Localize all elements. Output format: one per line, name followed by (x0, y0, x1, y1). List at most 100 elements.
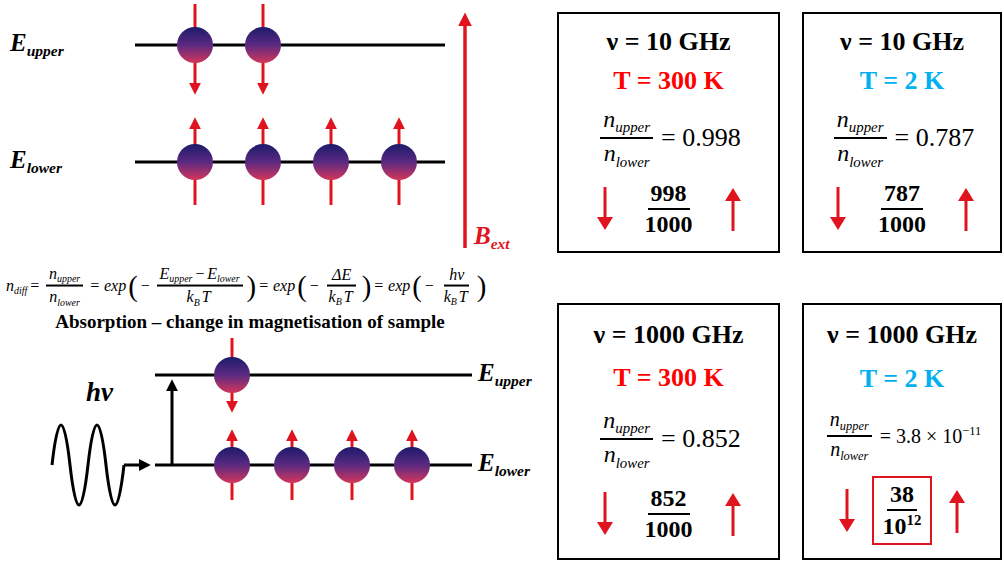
label-text: k (329, 287, 336, 304)
spin-particle (177, 144, 213, 180)
ratio-fraction: nupper nlower (827, 408, 872, 465)
ratio-fraction: nuppernlower (600, 407, 653, 471)
label-text: upper (169, 273, 192, 284)
arrow-head (839, 519, 855, 532)
photon-wave (52, 425, 124, 505)
box-text: upper (615, 119, 650, 135)
frequency-row: ν = 1000 GHz (827, 320, 977, 350)
label-text: ΔE (332, 265, 351, 282)
box-text: 12 (907, 512, 922, 528)
superscripted-number: 1012 (883, 512, 922, 540)
subscripted-symbol: kB (329, 287, 342, 306)
numerator: nupper (827, 408, 872, 437)
ratio-row: nuppernlower = 0.787 (830, 106, 974, 170)
box-text: 787 (884, 180, 920, 206)
subscripted-symbol: nupper (603, 106, 650, 136)
label-text: T (202, 288, 211, 305)
frequency-row: ν = 1000 GHz (594, 320, 744, 350)
arrow-shaft (956, 501, 959, 533)
energy-level-label: Elower (478, 449, 530, 480)
box-text: 38 (890, 481, 914, 507)
numerator: nupper (46, 265, 83, 287)
box-text: n (603, 407, 615, 433)
label-text: ) (362, 272, 372, 301)
numerator: nupper (600, 106, 653, 139)
label-text: diff (14, 285, 27, 296)
condition-box: ν = 1000 GHzT = 300 Knuppernlower= 0.852… (557, 303, 780, 560)
label-text: E (10, 29, 27, 56)
denominator: nlower (46, 287, 83, 307)
arrow-shaft (845, 489, 848, 521)
label-text: n (49, 265, 57, 282)
spin-down-arrow (836, 489, 858, 533)
box-text: lower (616, 154, 650, 170)
label-text: ( (297, 272, 307, 301)
population-fraction: 8521000 (642, 485, 696, 543)
box-text: lower (840, 449, 868, 463)
numerator: 998 (648, 180, 690, 210)
numerator: 852 (648, 485, 690, 515)
ratio-row: nuppernlower= 0.852 (596, 407, 740, 471)
denominator: 1000 (642, 210, 696, 238)
label-text: n (49, 288, 57, 305)
ratio-fraction: nuppernlower (834, 106, 887, 170)
box-text: 998 (651, 180, 687, 206)
label-text: ) (477, 272, 487, 301)
photon-arrow (124, 464, 146, 467)
ratio-row: nuppernlower= 0.998 (596, 106, 740, 170)
box-text: n (837, 140, 849, 166)
denominator: kBT (326, 286, 358, 306)
label-text: = exp (373, 277, 410, 295)
label-text: = exp (258, 277, 295, 295)
box-text: lower (616, 455, 650, 471)
numerator: hν (444, 265, 469, 286)
spin-particle (381, 144, 417, 180)
label-text: lower (495, 463, 530, 480)
box-text: ν = 1000 GHz (594, 320, 744, 349)
box-text: = 0.852 (661, 424, 741, 454)
spin-up-arrow (955, 187, 977, 231)
subscripted-symbol: nlower (49, 288, 80, 307)
label-text: E (478, 359, 495, 386)
label-text: = exp (89, 277, 126, 295)
box-text: = 3.8 × 10 (880, 425, 963, 447)
subscripted-symbol: nupper (830, 408, 869, 434)
population-fraction: 998 1000 (642, 180, 696, 238)
transition-arrow (171, 384, 174, 465)
box-text: = 0.787 (895, 123, 975, 153)
fraction: hνkBT (441, 265, 473, 306)
subscripted-symbol: Elower (10, 146, 62, 177)
label-text: upper (57, 273, 80, 284)
label-text: Absorption – change in magnetisation of … (55, 311, 445, 332)
spin-particle (394, 447, 430, 483)
subscripted-symbol: nlower (604, 441, 650, 471)
label-text: ext (491, 236, 510, 253)
population-row: 998 1000 (594, 180, 744, 238)
box-text: lower (849, 154, 883, 170)
label-text: k (444, 287, 451, 304)
frequency-row: ν = 10 GHz (840, 27, 964, 57)
arrow-shaft (603, 492, 606, 524)
fraction: Eupper−ElowerkBT (157, 265, 243, 308)
subscripted-symbol: ndiff (6, 276, 27, 295)
arrow-head (958, 188, 974, 201)
arrow-head (725, 188, 741, 201)
energy-level-label: Elower (10, 146, 62, 177)
subscripted-symbol: nlower (830, 438, 868, 464)
spin-particle (177, 27, 213, 63)
numerator: ΔE (327, 265, 356, 286)
box-text: n (604, 140, 616, 166)
arrow-head (597, 522, 613, 535)
spin-particle (274, 447, 310, 483)
label-text: E (478, 449, 495, 476)
subscripted-symbol: Elower (207, 265, 239, 284)
box-text: 1000 (878, 211, 926, 237)
label-text: lower (27, 160, 62, 177)
section-heading: Absorption – change in magnetisation of … (20, 311, 480, 333)
label-text: hν (449, 265, 464, 282)
label-text: lower (57, 296, 80, 307)
denominator: 1000 (875, 210, 929, 238)
arrow-shaft (731, 199, 734, 231)
denominator: nlower (601, 440, 653, 471)
box-text: ν = 10 GHz (840, 27, 964, 56)
